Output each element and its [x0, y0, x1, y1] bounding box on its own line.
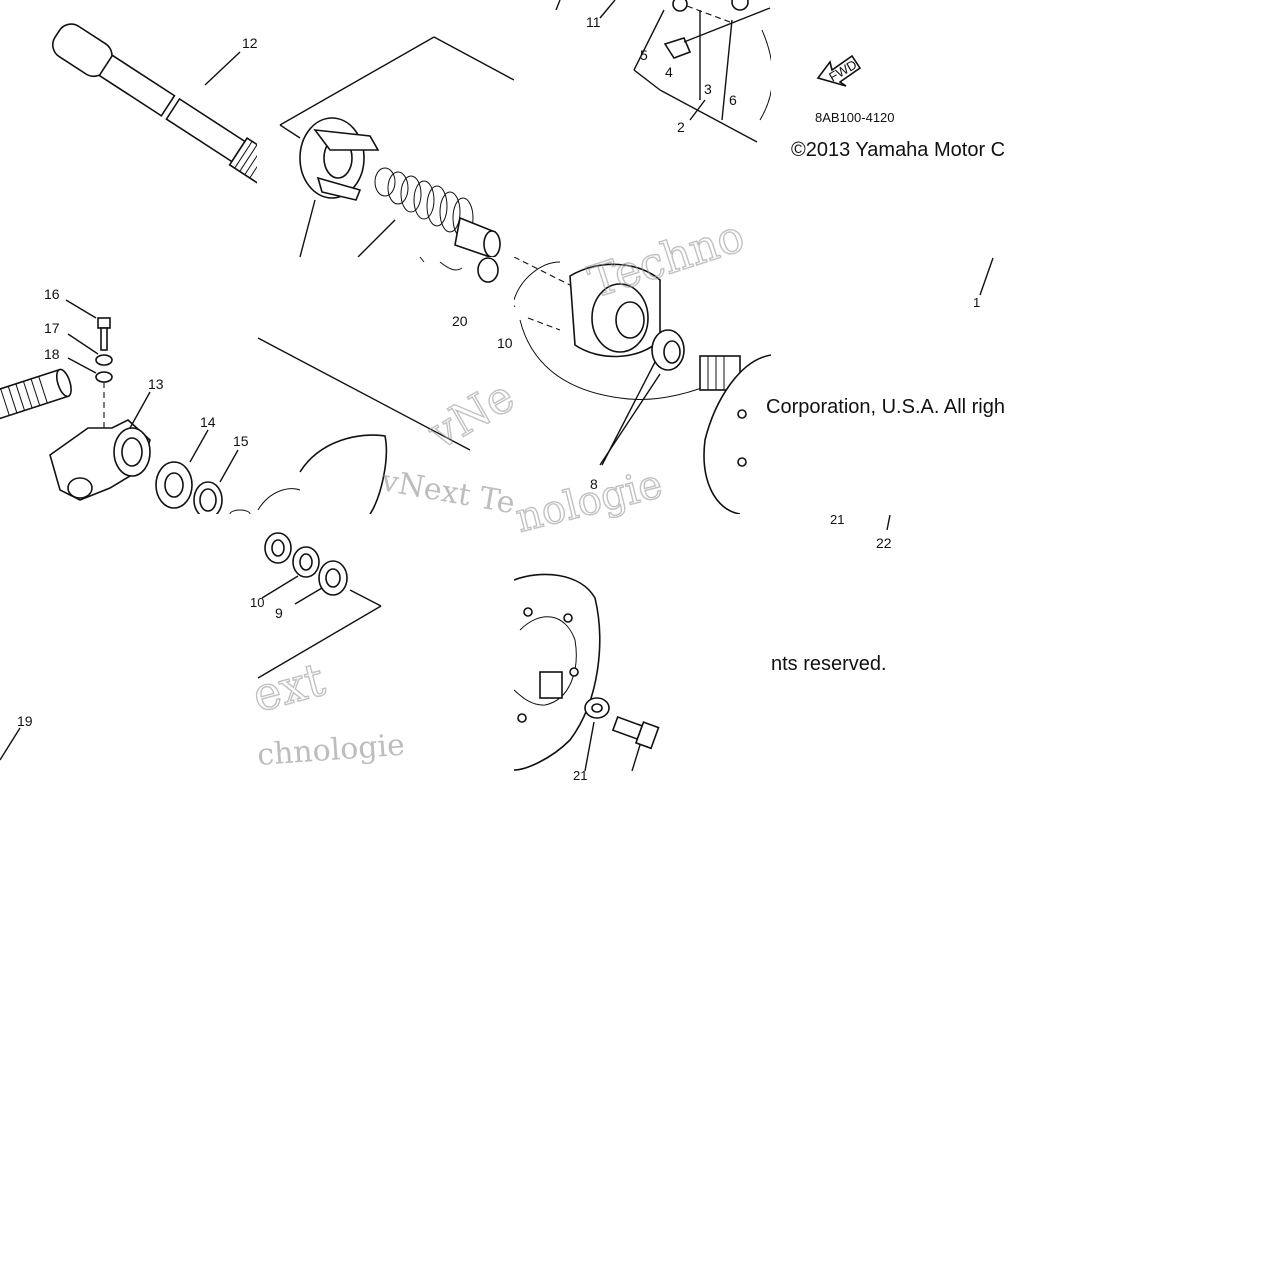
- callout-17: 17: [44, 320, 60, 336]
- watermark-text-3: Techno: [583, 211, 751, 309]
- callout-19: 19: [17, 713, 33, 729]
- callout-14: 14: [200, 414, 216, 430]
- sheave-disc-section: [257, 257, 499, 514]
- callout-21-lower: 21: [573, 768, 587, 783]
- callout-13: 13: [148, 376, 164, 392]
- primary-sheave-assembly: [514, 257, 771, 514]
- callout-16: 16: [44, 286, 60, 302]
- copyright-line-3: nts reserved.: [771, 653, 887, 675]
- callout-5: 5: [640, 47, 648, 63]
- watermark-text-5: chnologie: [256, 728, 406, 773]
- watermark-text-4: ext: [247, 652, 331, 723]
- callout-3: 3: [704, 81, 712, 97]
- callout-8: 8: [590, 476, 598, 492]
- callout-10-upper: 10: [497, 335, 513, 351]
- shaft-assembly: [51, 23, 257, 188]
- secondary-sheave-assembly: [514, 573, 660, 771]
- callout-18: 18: [44, 346, 60, 362]
- watermark-text-1: vNext Te: [378, 463, 518, 521]
- callout-21-upper: 21: [830, 512, 844, 527]
- callout-15: 15: [233, 433, 249, 449]
- callout-12: 12: [242, 35, 258, 51]
- callout-9: 9: [275, 605, 283, 621]
- part-code: 8AB100-4120: [815, 110, 895, 125]
- washer-set: [257, 532, 382, 679]
- callout-6: 6: [729, 92, 737, 108]
- fwd-arrow-icon: FWD: [816, 54, 862, 87]
- copyright-line-1: ©2013 Yamaha Motor C: [791, 139, 1005, 161]
- watermark-text-6: vNe: [419, 371, 523, 460]
- cam-spring-assembly: [279, 36, 514, 257]
- callout-1: 1: [973, 295, 980, 310]
- bearing-bracket-assembly: [0, 299, 251, 514]
- callout-11: 11: [586, 14, 601, 30]
- bracket-assembly: [555, 0, 771, 143]
- copyright-line-2: Corporation, U.S.A. All righ: [766, 396, 1005, 418]
- callout-20: 20: [452, 313, 468, 329]
- callout-2: 2: [677, 119, 685, 135]
- watermark-text-2: nologie: [511, 461, 667, 542]
- callout-10-lower: 10: [250, 595, 264, 610]
- callout-22-upper: 22: [876, 535, 892, 551]
- callout-4: 4: [665, 64, 673, 80]
